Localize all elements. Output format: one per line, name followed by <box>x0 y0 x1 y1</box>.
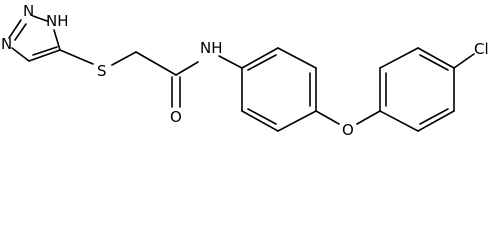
bond-nh-n1 <box>32 15 48 22</box>
bond-ring1-o <box>315 110 340 125</box>
bond-ring2-b <box>379 47 419 69</box>
bond-c1-c2-double <box>32 46 58 56</box>
bond-ring2-c <box>417 47 455 69</box>
bond-ring2-cl <box>453 53 475 69</box>
bond-ring1-b <box>277 47 317 69</box>
structure-diagram: N N NH S O NH O Cl <box>1 2 489 139</box>
bond-ring1-e <box>241 110 279 132</box>
atom-s-thioether: S <box>97 62 107 80</box>
bond-ring2-e-inner <box>419 108 449 125</box>
bond-o-ring2 <box>356 110 381 125</box>
bond-ring2-f <box>379 110 419 132</box>
bond-ring1-a-inner <box>247 54 277 71</box>
bond-ring1-a <box>241 47 279 69</box>
bond-ring1-e-inner <box>247 108 277 125</box>
bond-ch2-co <box>135 51 177 76</box>
bond-n1-n2-double <box>14 23 27 41</box>
bond-n1-n2 <box>8 19 22 39</box>
atom-o-ether: O <box>342 121 354 139</box>
bond-c1-c2 <box>28 49 61 62</box>
bond-nh-ring <box>218 55 243 69</box>
bond-s-ch2 <box>111 51 137 66</box>
bonds <box>8 15 475 132</box>
bond-ring1-d <box>277 110 317 132</box>
atom-cl: Cl <box>474 40 489 58</box>
bond-n2-c1 <box>11 47 30 62</box>
atom-nh-triazole: NH <box>46 12 69 30</box>
atom-nh-amide: NH <box>200 39 223 57</box>
bond-ring2-e <box>417 110 455 132</box>
bond-ring2-c-inner <box>419 54 449 71</box>
atom-o-carbonyl: O <box>170 108 182 126</box>
atom-labels: N N NH S O NH O Cl <box>1 2 489 139</box>
bond-c2-s <box>59 49 94 65</box>
bond-co-nh <box>175 61 199 76</box>
bond-c2-nh <box>53 29 61 51</box>
atom-n-triazole-2: N <box>1 35 12 53</box>
atom-n-triazole-1: N <box>23 2 34 20</box>
